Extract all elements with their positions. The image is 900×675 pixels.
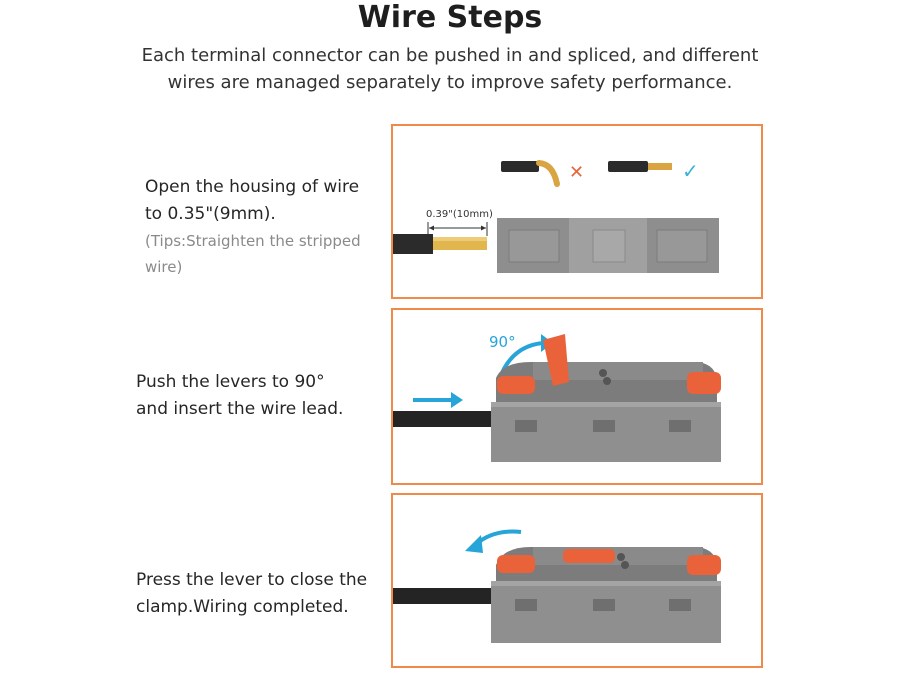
wrong-mark-icon: ✕	[569, 162, 584, 183]
step-2-illustration-panel: 90°	[391, 308, 763, 485]
lever-right	[687, 372, 721, 394]
step-1-tip-line-2: wire)	[145, 258, 183, 276]
lever-right	[687, 555, 721, 575]
step-1-illustration-panel: ✕ ✓ 0.39"(10mm)	[391, 124, 763, 299]
lever-left	[497, 376, 535, 394]
stripped-wire	[393, 234, 487, 254]
push-arrow-icon	[413, 392, 463, 408]
step-1-tip-line-1: (Tips:Straighten the stripped	[145, 232, 361, 250]
step-3-line-1: Press the lever to close the	[136, 570, 368, 590]
angle-label: 90°	[489, 333, 516, 351]
wire	[393, 411, 491, 427]
step-3-illustration-panel	[391, 493, 763, 668]
step-1-text: Open the housing of wire to 0.35"(9mm). …	[145, 174, 375, 280]
page-subtitle: Each terminal connector can be pushed in…	[100, 42, 800, 96]
straight-wire-icon	[608, 161, 672, 172]
step-3-line-2: clamp.Wiring completed.	[136, 597, 349, 617]
right-mark-icon: ✓	[682, 159, 699, 183]
close-arrow-icon	[465, 529, 522, 553]
step-3-text: Press the lever to close the clamp.Wirin…	[136, 567, 386, 621]
page-title: Wire Steps	[357, 0, 543, 35]
step-1-line-2: to 0.35"(9mm).	[145, 204, 276, 224]
lever-left	[497, 555, 535, 573]
step-2-line-2: and insert the wire lead.	[136, 399, 344, 419]
subtitle-line-1: Each terminal connector can be pushed in…	[141, 45, 759, 66]
connector-closed	[491, 547, 721, 643]
wire	[393, 588, 495, 604]
connector-housing	[497, 218, 719, 273]
step-2-line-1: Push the levers to 90°	[136, 372, 325, 392]
lever-raised	[543, 334, 569, 386]
dimension-label: 0.39"(10mm)	[426, 209, 493, 220]
bent-wire-icon	[501, 160, 560, 187]
step-1-line-1: Open the housing of wire	[145, 177, 360, 197]
step-3-illustration	[393, 529, 721, 643]
subtitle-line-2: wires are managed separately to improve …	[167, 72, 733, 93]
step-2-illustration: 90°	[393, 333, 721, 462]
connector-open	[491, 334, 721, 462]
step-2-text: Push the levers to 90° and insert the wi…	[136, 369, 376, 423]
lever-middle	[563, 549, 615, 563]
step-1-illustration: ✕ ✓ 0.39"(10mm)	[393, 159, 719, 273]
dimension-line	[427, 222, 488, 236]
